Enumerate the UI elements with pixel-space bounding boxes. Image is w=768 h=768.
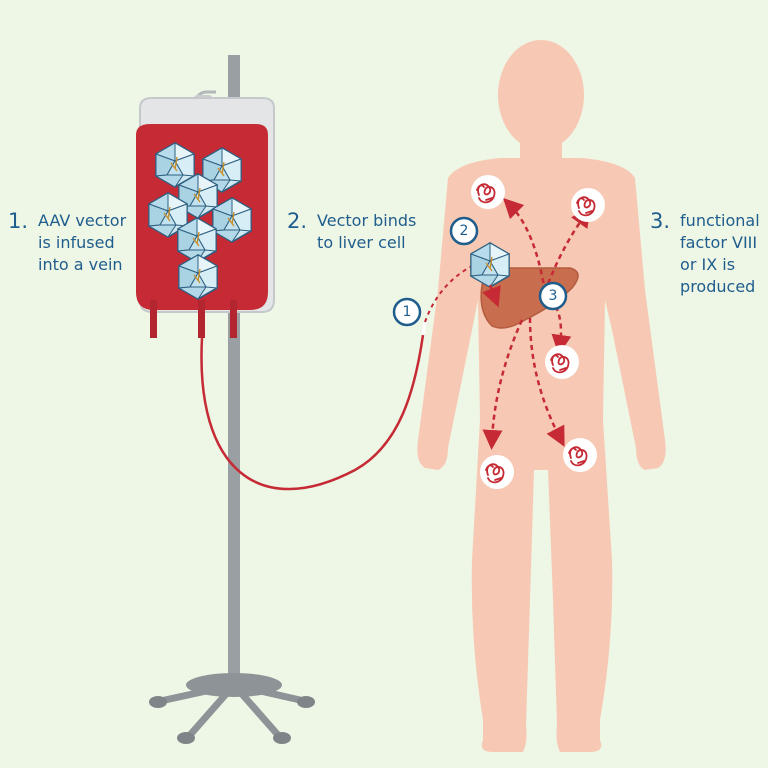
step-marker-1: 1 xyxy=(392,297,422,327)
step-3-line: or IX is xyxy=(680,255,736,274)
step-3-number: 3. xyxy=(650,209,671,233)
step-1-line: is infused xyxy=(38,233,115,252)
iv-tube xyxy=(200,334,425,491)
step-3-line: produced xyxy=(680,277,756,296)
step-2-caption: 2. Vector binds to liver cell xyxy=(287,210,416,254)
step-marker-3: 3 xyxy=(538,281,568,311)
step-2-number: 2. xyxy=(287,209,308,233)
step-marker-2: 2 xyxy=(449,216,479,246)
step-3-caption: 3. functional factor VIII or IX is produ… xyxy=(650,210,760,298)
step-3-line: functional xyxy=(680,211,760,230)
svg-text:1: 1 xyxy=(403,304,412,320)
step-3-line: factor VIII xyxy=(680,233,758,252)
step-2-line: to liver cell xyxy=(317,233,406,252)
svg-text:3: 3 xyxy=(549,288,558,304)
step-1-number: 1. xyxy=(8,209,29,233)
step-2-line: Vector binds xyxy=(317,211,417,230)
step-1-line: AAV vector xyxy=(38,211,127,230)
step-1-line: into a vein xyxy=(38,255,123,274)
step-1-caption: 1. AAV vector is infused into a vein xyxy=(8,210,126,276)
svg-text:2: 2 xyxy=(460,223,469,239)
human-body xyxy=(417,40,666,752)
